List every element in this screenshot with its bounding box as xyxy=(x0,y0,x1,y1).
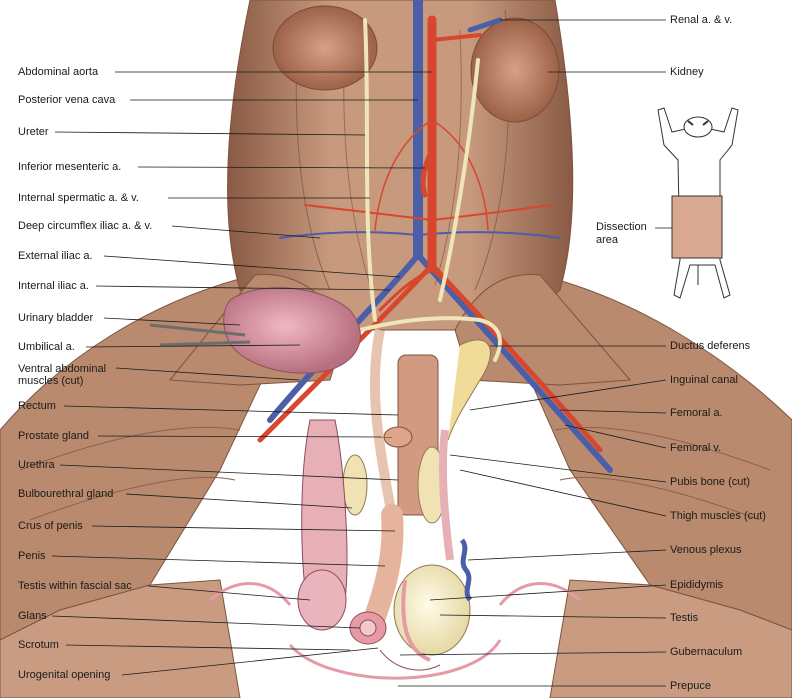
label-renal-a-v: Renal a. & v. xyxy=(670,14,733,26)
label-femoral-v: Femoral v. xyxy=(670,442,722,454)
kidney-right xyxy=(470,17,560,123)
label-inferior-mesenteric-a: Inferior mesenteric a. xyxy=(18,161,122,173)
label-femoral-a: Femoral a. xyxy=(670,407,723,419)
label-testis: Testis xyxy=(670,612,699,624)
inset-label-line2: area xyxy=(596,234,619,246)
label-urogenital-opening: Urogenital opening xyxy=(18,669,111,681)
label-kidney: Kidney xyxy=(670,66,704,78)
label-ventral-abdominal-muscles: Ventral abdominal muscles (cut) xyxy=(18,363,107,387)
label-thigh-muscles: Thigh muscles (cut) xyxy=(670,510,766,522)
testes xyxy=(288,419,502,680)
label-inguinal-canal: Inguinal canal xyxy=(670,374,738,386)
inset-label-line1: Dissection xyxy=(596,221,647,233)
label-testis-within-fascial-sac: Testis within fascial sac xyxy=(18,580,132,592)
label-rectum: Rectum xyxy=(18,400,56,412)
label-venous-plexus: Venous plexus xyxy=(670,544,742,556)
kidney-left xyxy=(272,5,378,91)
label-penis: Penis xyxy=(18,550,46,562)
label-epididymis: Epididymis xyxy=(670,579,724,591)
label-abdominal-aorta: Abdominal aorta xyxy=(18,66,99,78)
label-pubis-bone: Pubis bone (cut) xyxy=(670,476,751,488)
label-deep-circumflex-iliac: Deep circumflex iliac a. & v. xyxy=(18,220,153,232)
ureters xyxy=(358,18,502,362)
orientation-inset xyxy=(657,107,739,299)
pelvic-organs xyxy=(342,329,491,645)
label-ductus-deferens: Ductus deferens xyxy=(670,340,751,352)
arteries xyxy=(257,15,603,453)
label-internal-iliac-a: Internal iliac a. xyxy=(18,280,89,292)
label-urethra: Urethra xyxy=(18,459,55,471)
leader-lines xyxy=(51,19,672,687)
label-urinary-bladder: Urinary bladder xyxy=(18,312,94,324)
inset-dissection-area-label: Dissection area xyxy=(596,221,647,247)
label-crus-of-penis: Crus of penis xyxy=(18,520,83,532)
label-prepuce: Prepuce xyxy=(670,680,711,692)
urinary-bladder xyxy=(149,287,361,374)
label-internal-spermatic: Internal spermatic a. & v. xyxy=(18,192,139,204)
label-umbilical-a: Umbilical a. xyxy=(18,341,75,353)
label-scrotum: Scrotum xyxy=(18,639,59,651)
label-glans: Glans xyxy=(18,610,47,622)
label-gubernaculum: Gubernaculum xyxy=(670,646,743,658)
label-posterior-vena-cava: Posterior vena cava xyxy=(18,94,116,106)
label-prostate-gland: Prostate gland xyxy=(18,430,89,442)
label-ureter: Ureter xyxy=(18,126,49,138)
label-external-iliac-a: External iliac a. xyxy=(18,250,93,262)
label-bulbourethral-gland: Bulbourethral gland xyxy=(18,488,114,500)
